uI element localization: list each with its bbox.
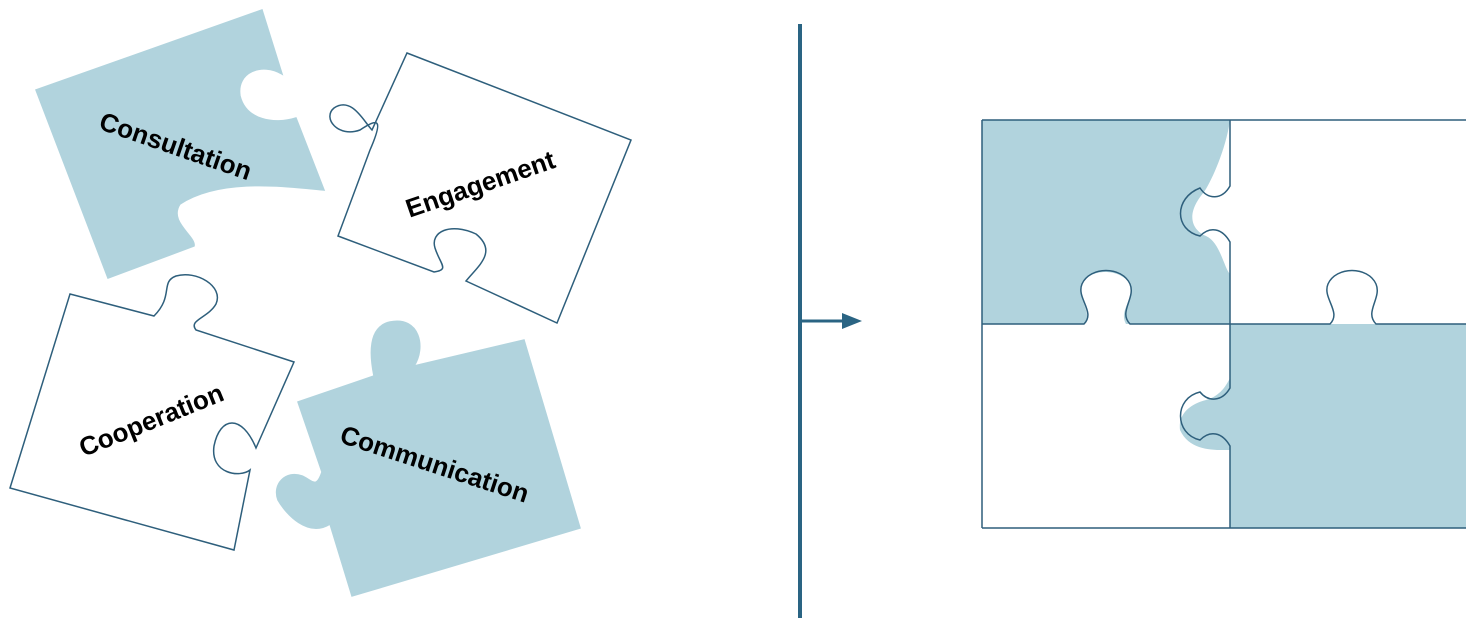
inner-vertical-seam-top <box>1179 120 1231 324</box>
puzzle-piece-consultation: Consultation <box>35 9 326 279</box>
puzzle-piece-shape <box>9 274 296 551</box>
puzzle-piece-shape <box>275 320 581 597</box>
inner-horizontal-seam-left <box>982 269 1230 325</box>
puzzle-piece-cooperation: Cooperation <box>9 274 296 551</box>
assembled-puzzle <box>981 119 1466 529</box>
transition-divider <box>798 24 862 618</box>
inner-vertical-seam-bottom <box>1179 324 1231 528</box>
inner-horizontal-seam-right <box>1230 269 1466 325</box>
right-arrow-icon <box>800 313 862 329</box>
puzzle-piece-shape <box>35 9 326 279</box>
assembled-piece-bottom-right <box>1179 324 1466 528</box>
puzzle-piece-engagement: Engagement <box>329 52 632 325</box>
puzzle-piece-communication: Communication <box>275 320 581 597</box>
assembled-outlines <box>981 119 1466 529</box>
puzzle-piece-shape <box>329 52 632 325</box>
assembled-piece-top-left <box>982 120 1230 324</box>
scattered-pieces: Consultation Engagement Cooperation Comm… <box>9 9 632 597</box>
